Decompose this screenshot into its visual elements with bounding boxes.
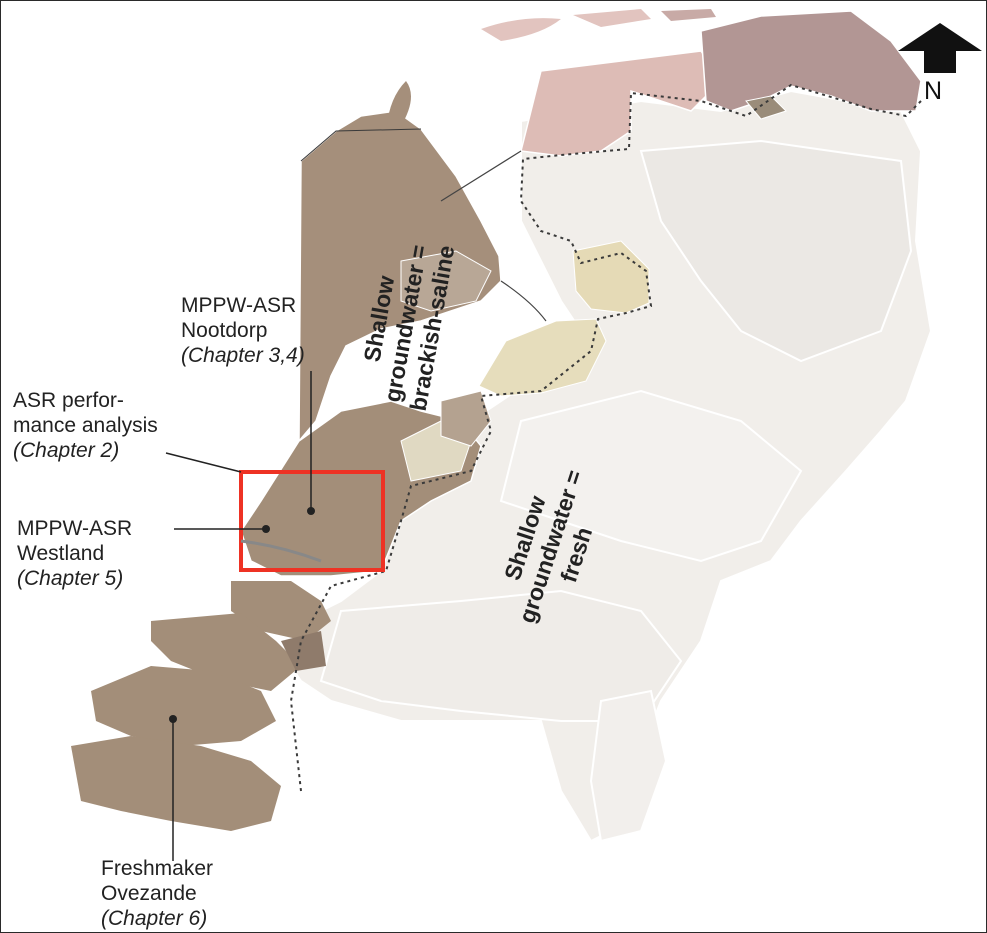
label-nootdorp: MPPW-ASR Nootdorp (Chapter 3,4)	[181, 293, 305, 368]
groningen-spot	[745, 95, 787, 120]
north-label: N	[924, 77, 943, 105]
river-rhine-mouth	[240, 539, 322, 563]
wadden-island-1	[481, 18, 561, 41]
label-westland-chapter: (Chapter 5)	[17, 567, 124, 590]
ijsselmeer-line	[500, 280, 547, 322]
label-performance-line2: mance analysis	[13, 414, 158, 437]
delta-island-2	[151, 613, 301, 691]
fresh-land-subregion-limburg	[589, 689, 668, 843]
saline-coast-outline	[300, 128, 422, 162]
label-westland-line1: MPPW-ASR	[17, 517, 133, 540]
label-freshmaker-line1: Freshmaker	[101, 857, 214, 880]
wadden-island-2	[573, 9, 651, 27]
label-nootdorp-chapter: (Chapter 3,4)	[181, 344, 305, 367]
label-performance-chapter: (Chapter 2)	[13, 439, 120, 462]
zeeland-flanders	[71, 736, 281, 831]
north-holland-inner	[400, 250, 492, 312]
north-arrow-icon	[898, 23, 982, 73]
texel-island	[386, 81, 411, 141]
label-freshmaker: Freshmaker Ovezande (Chapter 6)	[101, 856, 213, 931]
label-nootdorp-line1: MPPW-ASR	[181, 294, 297, 317]
leader-line-performance	[165, 452, 242, 473]
leader-dot-nootdorp	[307, 507, 315, 515]
flevoland-north-region	[572, 240, 650, 314]
label-westland: MPPW-ASR Westland (Chapter 5)	[17, 516, 132, 591]
wadden-island-3	[661, 9, 716, 21]
study-area-box	[239, 470, 385, 572]
label-freshmaker-line2: Ovezande	[101, 882, 197, 905]
label-nootdorp-line2: Nootdorp	[181, 319, 268, 342]
zeeland-south-beveland	[91, 666, 276, 746]
fresh-land-subregion-east	[639, 139, 913, 363]
leader-dot-freshmaker	[169, 715, 177, 723]
salinity-boundary	[289, 83, 922, 792]
delta-island-small	[281, 631, 326, 671]
label-performance: ASR perfor- mance analysis (Chapter 2)	[13, 388, 158, 463]
fresh-land-subregion-center	[499, 389, 803, 563]
utrecht-brown-region	[440, 390, 492, 447]
label-freshmaker-chapter: (Chapter 6)	[101, 907, 208, 930]
afsluitdijk-line	[440, 150, 522, 202]
label-westland-line2: Westland	[17, 542, 105, 565]
leader-dot-westland	[262, 525, 270, 533]
label-performance-line1: ASR perfor-	[13, 389, 124, 412]
friesland-region	[520, 50, 722, 157]
flevoland-south-region	[478, 318, 607, 397]
